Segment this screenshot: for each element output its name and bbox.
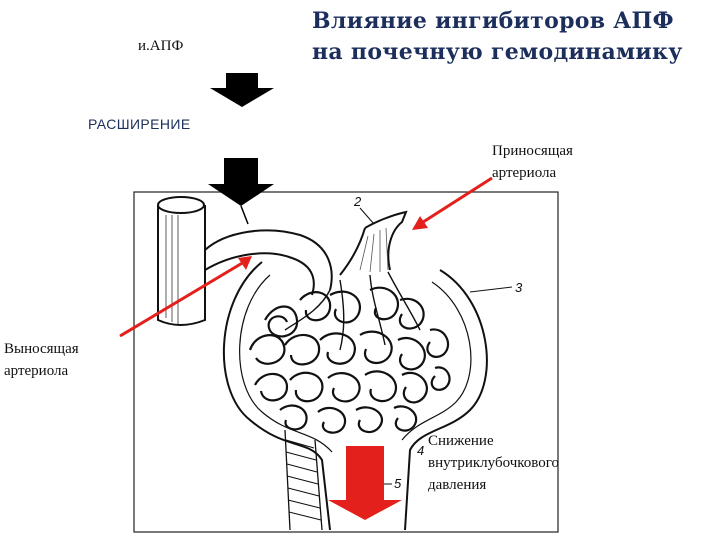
arrow-leader-line [240, 205, 249, 225]
dilation-label: РАСШИРЕНИЕ [88, 116, 191, 132]
afferent-label-line2: артериола [492, 165, 557, 181]
tubule-wall-1 [284, 429, 291, 531]
efferent-arteriole-label: Выносящая артериола [4, 338, 134, 382]
pressure-decrease-label: Снижение внутриклубочкового давления [428, 430, 628, 496]
drug-label: и.АПФ [138, 38, 184, 54]
afferent-pointer-head-icon [412, 216, 428, 230]
afferent-arteriole-left [339, 227, 366, 276]
efferent-pointer-head-icon [238, 256, 252, 270]
tubule-hatching [285, 439, 322, 521]
pressure-label-line3: давления [428, 477, 487, 493]
figure-number-4: 4 [417, 443, 424, 458]
leader-line-3 [469, 286, 513, 293]
tuft-vessels [284, 271, 421, 351]
leader-line-2 [359, 207, 375, 225]
figure-number-5: 5 [394, 476, 402, 491]
efferent-label-line1: Выносящая [4, 341, 79, 357]
figure-frame [133, 191, 559, 533]
pressure-decrease-arrow-icon [328, 446, 402, 520]
efferent-label-line2: артериола [4, 363, 69, 379]
tubule-wall-2 [314, 439, 323, 531]
efferent-vessel-top [157, 196, 205, 214]
figure-number-2: 2 [353, 194, 362, 209]
afferent-arteriole-label: Приносящая артериола [492, 140, 632, 184]
capillary-tuft [248, 286, 451, 434]
capsule-outer-left [222, 261, 331, 531]
pressure-label-line1: Снижение [428, 433, 494, 449]
down-arrow-icon-2 [208, 158, 274, 206]
down-arrow-icon [210, 73, 274, 107]
capsule-outer-right [404, 269, 488, 531]
efferent-pointer [119, 260, 245, 338]
page-title: Влияние ингибиторов АПФ на почечную гемо… [312, 8, 683, 65]
pressure-label-line2: внутриклубочкового [428, 455, 560, 471]
afferent-shading [359, 227, 389, 273]
capsule-inner-right [401, 281, 472, 441]
efferent-arteriole-upper [204, 229, 333, 291]
figure-number-3: 3 [515, 280, 523, 295]
efferent-vessel [157, 205, 206, 326]
efferent-arteriole-lower [204, 252, 315, 296]
capsule-inner-left [239, 274, 333, 453]
afferent-arteriole-right [364, 210, 408, 271]
afferent-label-line1: Приносящая [492, 143, 573, 159]
afferent-pointer [419, 176, 493, 226]
